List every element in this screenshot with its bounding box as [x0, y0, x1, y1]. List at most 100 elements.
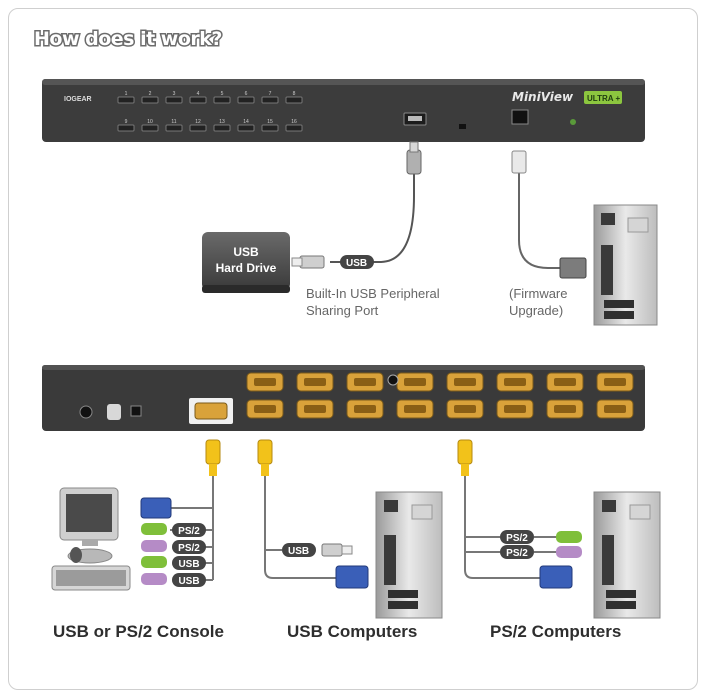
usb-computer-label-text: USB [288, 546, 309, 557]
front-port-number: 3 [173, 91, 176, 97]
front-port-number: 8 [293, 91, 296, 97]
kvm-cables [205, 439, 540, 580]
front-port-number: 16 [291, 119, 297, 125]
front-panel-brand: IOGEAR [64, 96, 92, 103]
vga-port-pins [554, 378, 576, 386]
front-port-button [141, 96, 159, 104]
front-port-button [285, 96, 303, 104]
ps2-computers-caption: PS/2 Computers [490, 622, 622, 641]
usb-port-caption-line1: Built-In USB Peripheral [306, 286, 440, 301]
ps2-computer-labels: PS/2PS/2 [506, 533, 528, 559]
console-cable-label: USB [178, 559, 199, 570]
firmware-port [511, 109, 529, 125]
usb-drive-line1: USB [233, 245, 259, 259]
vga-port-pins [304, 378, 326, 386]
usb-drive-line2: Hard Drive [216, 261, 277, 275]
console-cable-pill [172, 573, 206, 587]
usb-cable-label: USB [346, 258, 367, 269]
vga-port-pins [254, 378, 276, 386]
console-cable-pill [172, 523, 206, 537]
front-port-number: 14 [243, 119, 249, 125]
front-port-number: 13 [219, 119, 225, 125]
page-title: How does it work? [33, 27, 224, 52]
usb-cable [291, 141, 422, 269]
firmware-cable [511, 150, 587, 279]
ps2-computer-label: PS/2 [506, 533, 528, 544]
console-cable-label: USB [178, 576, 199, 587]
front-port-button [165, 96, 183, 104]
vga-port-pins [404, 378, 426, 386]
firmware-caption-line2: Upgrade) [509, 303, 564, 318]
front-port-button [117, 124, 135, 132]
power-led [570, 119, 576, 125]
ps2-computer-label: PS/2 [506, 548, 528, 559]
front-port-buttons-bottom: 9 10 11 12 13 14 15 16 [117, 119, 303, 132]
front-panel-product-name: MiniView [512, 90, 574, 104]
front-port-number: 11 [171, 119, 176, 125]
vga-port-pins [504, 405, 526, 413]
firmware-caption-line1: (Firmware [509, 286, 568, 301]
usb-port-caption: Built-In USB Peripheral Sharing Port [306, 285, 440, 319]
back-usb-port [107, 404, 121, 420]
kvm-back-panel [42, 365, 645, 431]
power-socket [79, 405, 93, 419]
front-port-button [141, 124, 159, 132]
vga-port-pins [354, 405, 376, 413]
front-port-button [261, 96, 279, 104]
usb-computer-label: USB [288, 546, 309, 557]
vga-port-pins [554, 405, 576, 413]
product-badge [584, 91, 622, 104]
front-port-number: 7 [269, 91, 272, 97]
console-caption: USB or PS/2 Console [53, 622, 224, 641]
firmware-caption: (Firmware Upgrade) [509, 285, 568, 319]
vga-port-pins [304, 405, 326, 413]
console-cable-pill [172, 540, 206, 554]
console-vga-port [194, 402, 228, 420]
front-port-button [213, 124, 231, 132]
front-switch [459, 124, 466, 129]
usb-hard-drive [202, 232, 290, 293]
front-port-number: 10 [147, 119, 153, 125]
front-port-button [237, 124, 255, 132]
console-cable-branches [140, 497, 213, 585]
pc-tower-firmware [593, 204, 658, 326]
console-cable-pill [172, 556, 206, 570]
front-port-button [237, 96, 255, 104]
front-port-buttons-top: 1 2 3 4 5 6 7 8 [117, 91, 303, 104]
front-port-button [261, 124, 279, 132]
front-port-number: 12 [195, 119, 201, 125]
front-port-button [165, 124, 183, 132]
front-port-number: 9 [125, 119, 128, 125]
usb-computers-caption: USB Computers [287, 622, 418, 641]
console-cable-label: PS/2 [178, 543, 200, 554]
front-port-button [117, 96, 135, 104]
front-port-number: 1 [125, 91, 128, 97]
console-devices [51, 487, 131, 591]
vga-port-pins [454, 378, 476, 386]
front-port-number: 4 [197, 91, 200, 97]
vga-port-pins [454, 405, 476, 413]
front-port-button [285, 124, 303, 132]
product-badge-label: ULTRA + [587, 94, 620, 103]
vga-port-pins [604, 405, 626, 413]
front-port-number: 15 [267, 119, 273, 125]
front-port-number: 2 [149, 91, 152, 97]
pc-tower-ps2 [593, 491, 661, 619]
ps2-computer-connectors [500, 530, 582, 589]
front-port-number: 6 [245, 91, 248, 97]
vga-port-pins [604, 378, 626, 386]
front-port-button [189, 124, 207, 132]
usb-port-caption-line2: Sharing Port [306, 303, 379, 318]
console-cable-label: PS/2 [178, 526, 200, 537]
pc-tower-usb [375, 491, 443, 619]
back-vga-ports [246, 372, 634, 419]
vga-port-pins [504, 378, 526, 386]
usb-computer-connectors [282, 543, 369, 589]
front-port-button [213, 96, 231, 104]
front-port-number: 5 [221, 91, 224, 97]
vga-port-pins [404, 405, 426, 413]
vga-port-pins [254, 405, 276, 413]
